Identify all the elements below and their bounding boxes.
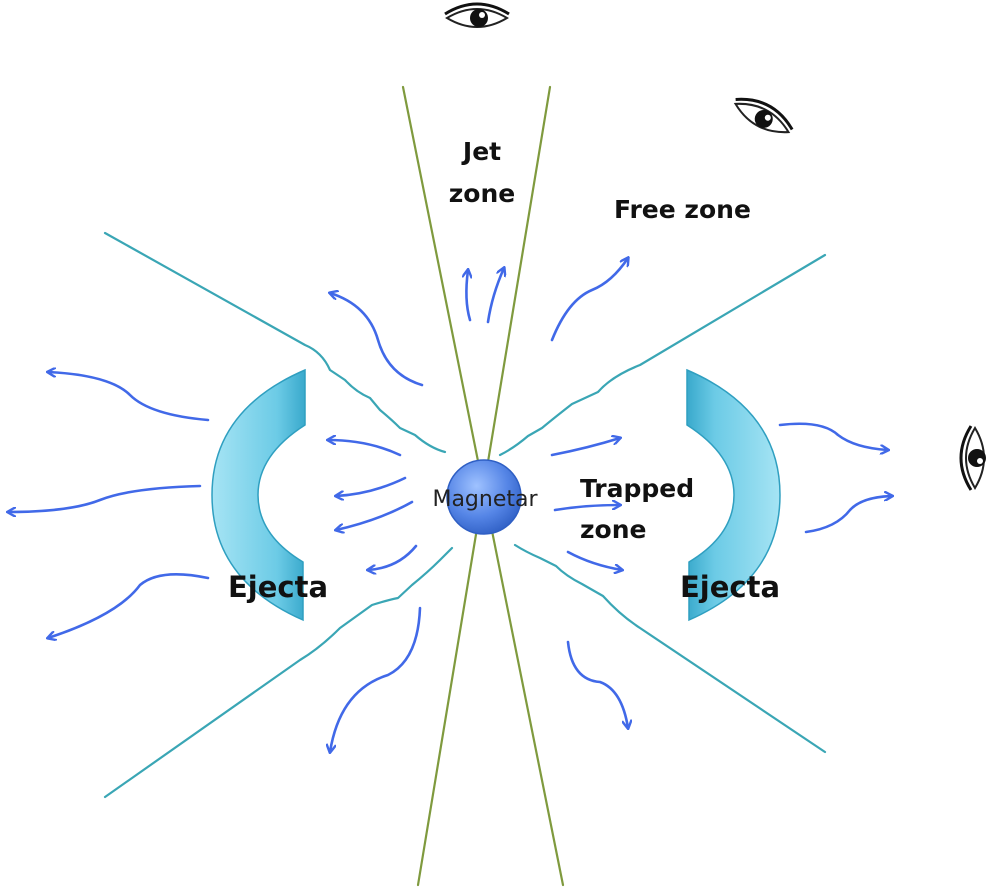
observer-eye-icon-side (959, 425, 986, 491)
trapped-zone-label-line2: zone (580, 515, 646, 544)
ejecta-left-label: Ejecta (228, 570, 328, 604)
jet-zone-label-line2: zone (449, 179, 515, 208)
arrow-icon-right-inner-1 (550, 438, 620, 457)
boundary-lower-right (513, 543, 827, 754)
arrow-icon-left-inner-4 (368, 544, 418, 570)
arrow-icon-jet-2 (486, 268, 504, 324)
arrow-icon-left-outer-2 (8, 484, 202, 512)
arrow-icon-left-outer-1 (48, 372, 210, 422)
observer-eye-icon-diagonal (733, 97, 794, 134)
arrow-icon-left-inner-2 (336, 476, 407, 496)
arrow-icon-lower-right-1 (566, 640, 628, 728)
boundary-lower-left (103, 546, 454, 799)
arrow-icon-jet-1 (466, 270, 470, 322)
trapped-zone-label-line1: Trapped (580, 474, 694, 503)
arrow-icon-upper-left-1 (330, 293, 424, 387)
trapped-zone-boundaries (103, 231, 827, 799)
arrow-icon-upper-right-1 (550, 258, 628, 342)
observer-eye-icon-top (444, 2, 510, 28)
ejecta-shell-right (686, 368, 781, 622)
boundary-upper-right (498, 253, 827, 457)
arrow-icon-right-inner-3 (566, 550, 622, 570)
outflow-arrows (8, 258, 892, 752)
ejecta-right-label: Ejecta (680, 570, 780, 604)
magnetar-sphere (446, 459, 522, 535)
boundary-upper-left (103, 231, 447, 454)
arrow-icon-left-inner-3 (336, 500, 414, 530)
arrow-icon-right-outer-1 (778, 422, 888, 450)
ejecta-shell-left (211, 368, 306, 622)
magnetar-label: Magnetar (432, 487, 538, 512)
arrow-icon-right-inner-2 (553, 505, 620, 512)
jet-zone-label-line1: Jet (461, 137, 501, 166)
arrow-icon-lower-left-1 (330, 606, 422, 752)
arrow-icon-left-inner-1 (328, 440, 402, 457)
free-zone-label: Free zone (614, 195, 751, 224)
arrow-icon-right-outer-2 (804, 496, 892, 534)
arrow-icon-left-outer-3 (48, 573, 210, 638)
